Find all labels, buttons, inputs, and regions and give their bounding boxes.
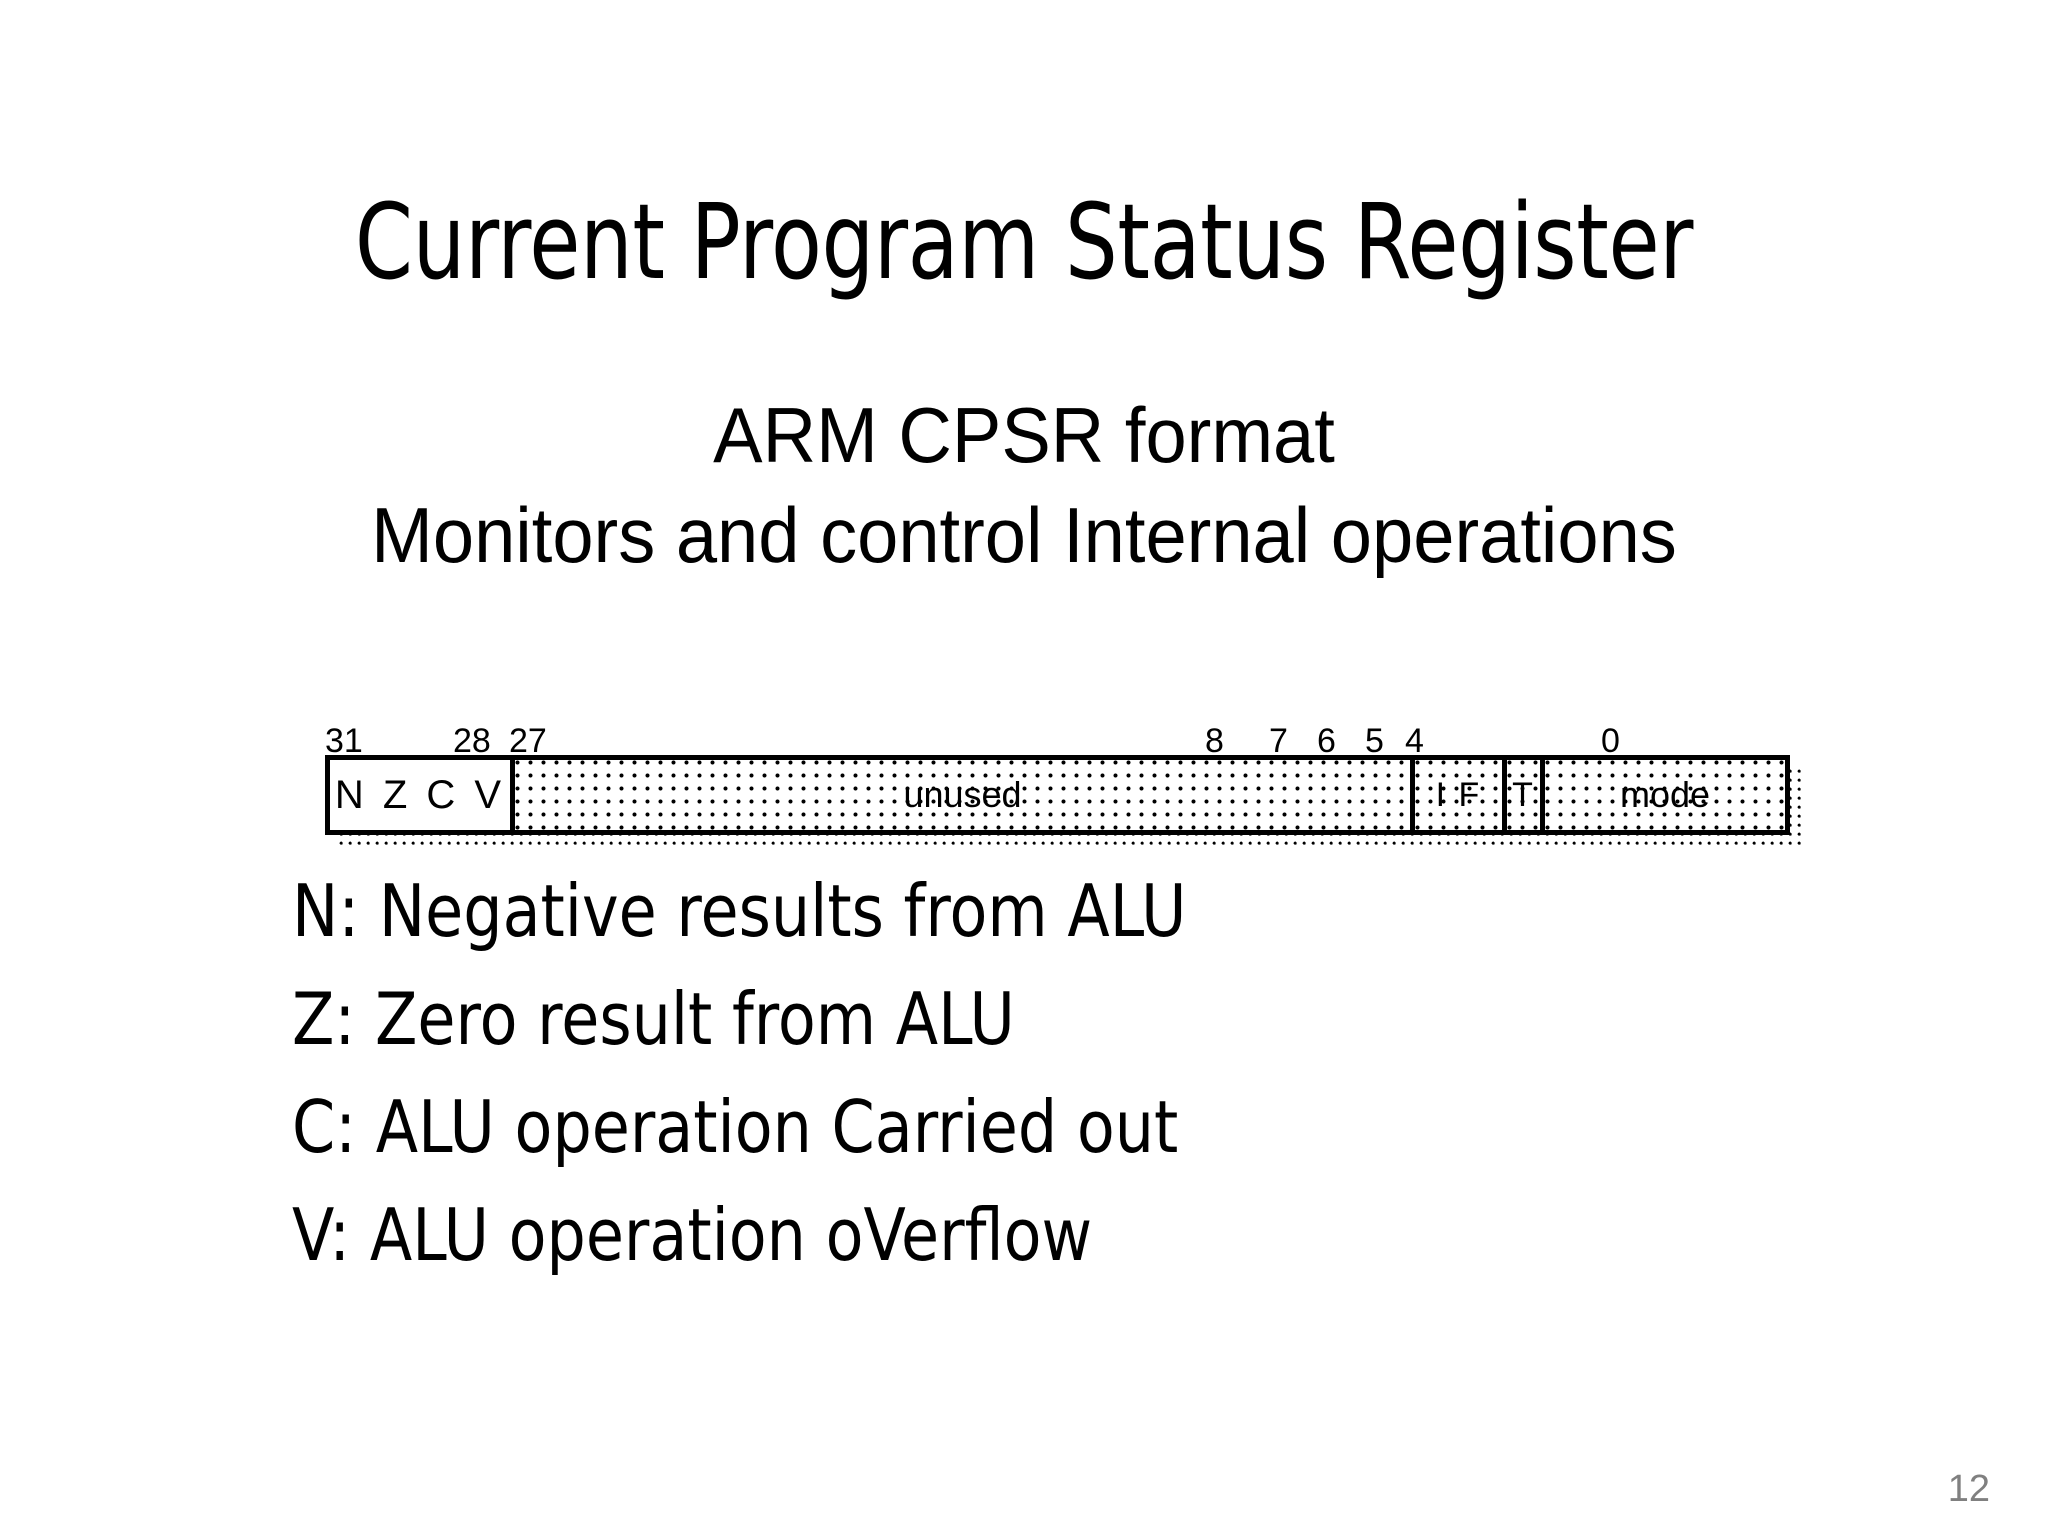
arm-cpsr-bit-field-diagram: 31 28 27 8 7 6 5 4 0 N Z C V unused I F [325,718,1815,853]
bit-number-labels: 31 28 27 8 7 6 5 4 0 [325,718,1815,758]
bit-label-31: 31 [325,722,363,760]
list-item: V: ALU operation oVerflow [292,1193,1093,1277]
bit-label-4: 4 [1405,722,1424,760]
subtitle-line-2: Monitors and control Internal operations [371,491,1677,580]
page-number: 12 [1947,1468,1990,1510]
list-item: C: ALU operation Carried out [292,1085,1179,1169]
field-nzcv: N Z C V [330,760,510,830]
subtitle-block: ARM CPSR format Monitors and control Int… [0,390,2048,581]
field-mode: mode [1540,760,1785,830]
bit-label-0: 0 [1601,722,1620,760]
register-bar-wrapper: N Z C V unused I F T mode [325,755,1804,853]
bit-label-8: 8 [1205,722,1224,760]
field-t: T [1502,760,1540,830]
field-mode-label: mode [1619,774,1711,815]
field-unused: unused [510,760,1410,830]
register-bar: N Z C V unused I F T mode [325,755,1790,835]
list-item: Z: Zero result from ALU [292,977,1015,1061]
bit-label-27: 27 [509,722,547,760]
page-title: Current Program Status Register [354,180,1694,303]
bit-label-5: 5 [1365,722,1384,760]
bit-label-28: 28 [453,722,491,760]
field-t-label: T [1512,776,1535,814]
field-if: I F [1410,760,1502,830]
list-item: N: Negative results from ALU [292,869,1187,953]
subtitle-line-1: ARM CPSR format [713,391,1335,479]
field-if-label: I F [1435,776,1482,814]
bit-label-6: 6 [1317,722,1336,760]
field-unused-label: unused [903,774,1022,815]
bit-label-7: 7 [1269,722,1288,760]
field-nzcv-label: N Z C V [334,773,506,817]
flag-description-list: N: Negative results from ALU Z: Zero res… [292,875,1692,1271]
